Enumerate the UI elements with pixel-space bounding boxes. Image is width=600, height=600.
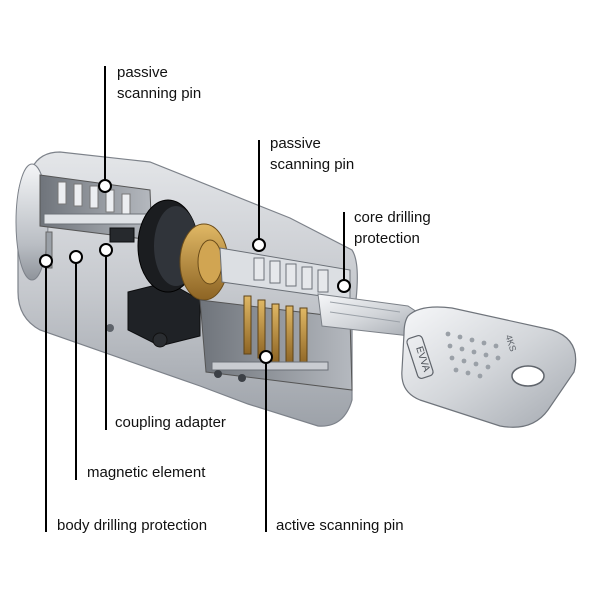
label-passive-scanning-pin-mid: passive scanning pin <box>270 133 354 175</box>
label-line: passive <box>270 135 321 152</box>
label-line: protection <box>354 230 420 247</box>
label-coupling-adapter: coupling adapter <box>115 414 226 431</box>
coupling-disc <box>137 199 229 301</box>
marker-coupling-adapter <box>99 243 113 257</box>
callout-markers <box>39 179 351 364</box>
label-body-drilling-protection: body drilling protection <box>57 517 208 534</box>
label-line: core drilling <box>354 209 431 226</box>
label-line: scanning pin <box>270 156 355 173</box>
marker-core-drilling <box>337 279 351 293</box>
leader-lines <box>45 66 345 532</box>
label-core-drilling-protection: core drilling protection <box>354 207 431 249</box>
marker-magnetic-element <box>69 250 83 264</box>
marker-active-pin <box>259 350 273 364</box>
marker-passive-pin-top <box>98 179 112 193</box>
label-magnetic-element: magnetic element <box>87 464 206 481</box>
label-line: scanning pin <box>117 85 202 102</box>
marker-body-drilling <box>39 254 53 268</box>
key-bow: EVVA 4KS <box>401 306 577 428</box>
marker-passive-pin-mid <box>252 238 266 252</box>
label-passive-scanning-pin-top: passive scanning pin <box>117 62 201 104</box>
label-active-scanning-pin: active scanning pin <box>276 517 404 534</box>
label-line: passive <box>117 64 168 81</box>
